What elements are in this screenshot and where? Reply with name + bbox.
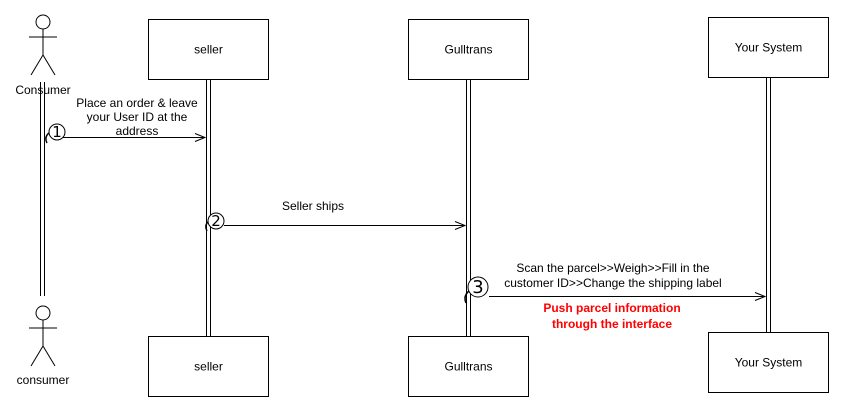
message-1-label-line-2: your User ID at the [87,110,188,124]
message-3-label-line-1: Scan the parcel>>Weigh>>Fill in the [516,261,710,275]
gulltrans-bottom-label: Gulltrans [444,360,492,374]
consumer-bottom-label: consumer [17,373,70,387]
message-3-note-line-2: through the interface [552,317,672,331]
message-1-start-tick [45,132,50,144]
gulltrans-top-label: Gulltrans [444,43,492,57]
seller-bottom-label: seller [194,360,223,374]
message-2-step-circle [207,212,225,230]
message-1-label-line-3: address [116,124,159,138]
your-system-box-bottom: Your System [708,332,829,393]
seller-lifeline [206,80,211,336]
message-3-step-number: 3 [472,277,483,298]
message-3-start-tick [464,290,470,304]
your-system-lifeline [766,78,771,336]
seller-box-bottom: seller [148,336,269,397]
consumer-lifeline [40,82,45,296]
your-system-box-top: Your System [708,17,829,78]
message-2-label: Seller ships [282,199,344,213]
consumer-actor-top-icon [29,14,57,76]
consumer-top-label: Consumer [15,83,70,97]
gulltrans-lifeline [466,80,471,336]
gulltrans-box-bottom: Gulltrans [408,336,529,397]
seller-box-top: seller [148,19,269,80]
message-3: 3 Scan the parcel>>Weigh>>Fill in the cu… [464,261,765,331]
your-system-bottom-label: Your System [735,356,803,370]
consumer-actor-bottom-icon [29,305,57,367]
message-1-step-circle [48,123,66,141]
gulltrans-box-top: Gulltrans [408,19,529,80]
message-3-label-line-2: customer ID>>Change the shipping label [504,276,721,290]
message-3-note-line-1: Push parcel information [543,301,680,315]
your-system-top-label: Your System [735,41,803,55]
message-2: 2 Seller ships [205,199,465,232]
message-1-label-line-1: Place an order & leave [76,96,198,110]
message-2-step-number: 2 [211,212,221,230]
message-3-step-circle [467,276,489,298]
message-1: 1 Place an order & leave your User ID at… [45,96,205,144]
message-1-step-number: 1 [52,123,62,141]
seller-top-label: seller [194,43,223,57]
